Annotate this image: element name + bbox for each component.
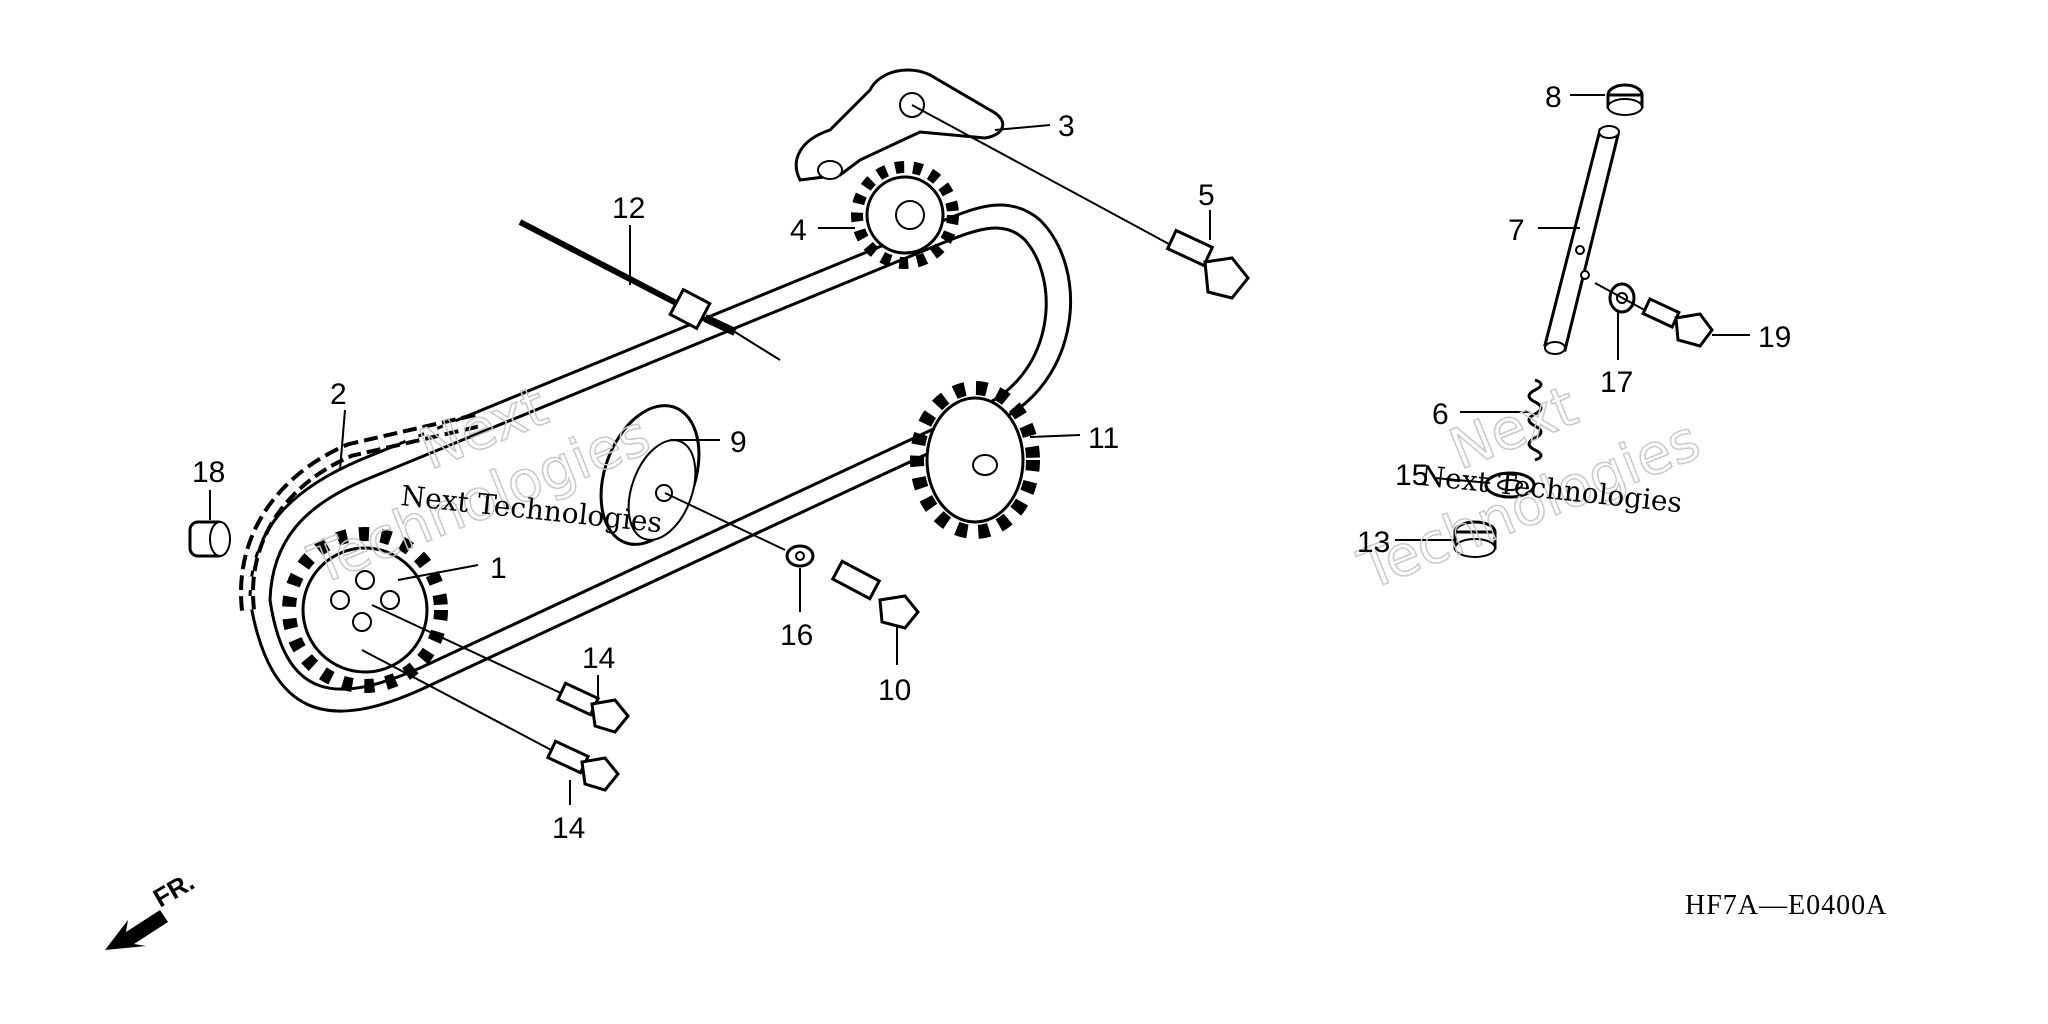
callout-2: 2 [330,378,347,411]
tensioner-lifter-cap [1606,83,1644,116]
callout-7: 7 [1508,214,1525,247]
diagram-code: HF7A—E0400A [1685,890,1887,921]
roller-bolt [664,492,920,630]
front-direction-arrow-icon: FR. [105,866,199,950]
callout-11: 11 [1088,422,1119,455]
tensioner-bolt [518,219,781,361]
callout-3: 3 [1058,110,1075,143]
callout-14-lower: 14 [552,812,585,845]
lifter-bolt [1594,282,1714,348]
guide-bolt [911,104,1250,300]
cam-sprocket [282,527,448,693]
tensioner-lifter-body [1543,125,1620,355]
washer-16 [785,544,815,568]
callout-10: 10 [878,674,911,707]
callout-14-upper: 14 [582,642,615,675]
callout-9: 9 [730,426,747,459]
callout-1: 1 [490,552,507,585]
collar [188,520,231,558]
sealing-washer-15 [1484,471,1536,499]
callout-13: 13 [1357,526,1390,559]
sprocket-4 [851,161,959,269]
guide-plate [794,68,1004,182]
callout-17: 17 [1600,366,1633,399]
sprocket-bolt-lower [361,649,620,792]
sealing-bolt-13 [1453,520,1497,558]
callout-4: 4 [790,214,807,247]
drive-chain [239,412,482,611]
leader-lines [209,94,1750,805]
sprocket-bolt-upper [371,604,630,734]
callout-labels: 1 2 3 4 5 6 7 8 9 10 11 12 13 14 14 15 1… [192,81,1791,845]
cam-chain-loop [248,203,1073,713]
callout-19: 19 [1758,321,1791,354]
callout-16: 16 [780,619,813,652]
sprocket-11 [910,381,1040,539]
callout-18: 18 [192,456,225,489]
callout-12: 12 [612,192,645,225]
lifter-spring [1527,378,1543,462]
front-label: FR. [148,866,199,913]
callout-15: 15 [1395,459,1428,492]
callout-6: 6 [1432,398,1449,431]
callout-8: 8 [1545,81,1562,114]
callout-5: 5 [1198,179,1215,212]
